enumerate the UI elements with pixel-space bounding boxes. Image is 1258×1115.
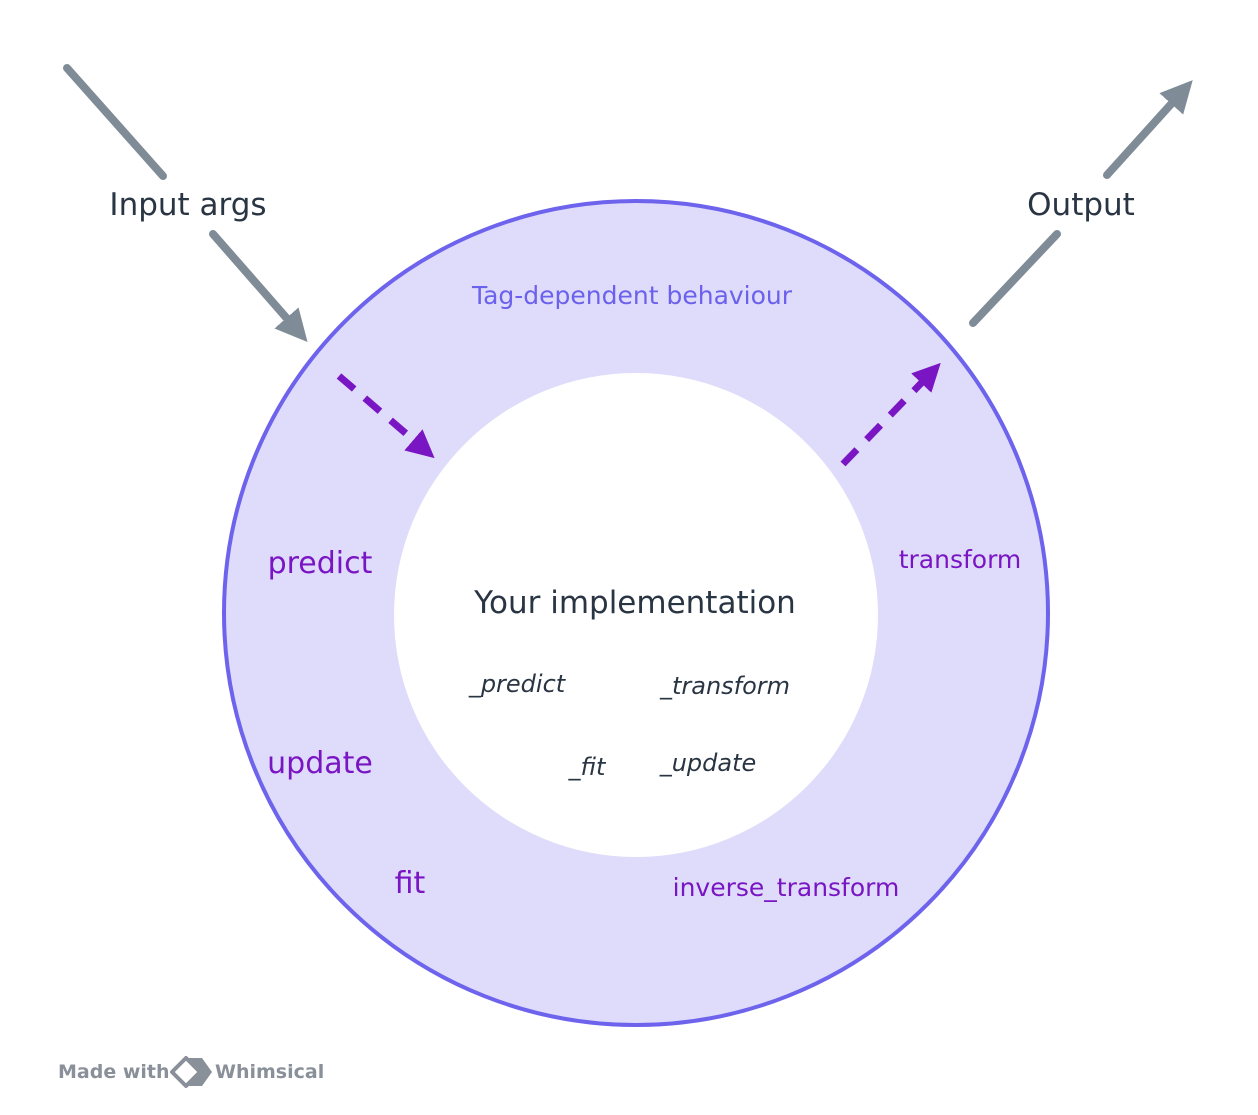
inner-circle [394, 373, 878, 857]
output-arrow-icon [969, 80, 1193, 327]
dashed-arrow-in-icon [336, 373, 435, 459]
output-label: Output [1027, 187, 1135, 223]
tag-behaviour-label: Tag-dependent behaviour [471, 281, 793, 310]
input-label: Input args [109, 187, 266, 223]
dashed-arrow-out-icon [840, 362, 941, 467]
implementation-title: Your implementation [473, 585, 796, 621]
method-inverse-transform: inverse_transform [673, 873, 900, 902]
impl-predict: _predict [468, 670, 567, 698]
whimsical-logo-icon [170, 1056, 212, 1088]
impl-fit: _fit [568, 753, 608, 781]
impl-transform: _transform [659, 672, 790, 700]
method-predict: predict [268, 546, 373, 581]
footer-brand: Whimsical [215, 1061, 324, 1083]
input-arrow-icon [63, 64, 308, 343]
method-fit: fit [395, 866, 426, 901]
impl-update: _update [659, 749, 757, 777]
method-update: update [267, 746, 373, 781]
method-transform: transform [899, 545, 1022, 574]
footer-made-with: Made with [58, 1061, 170, 1083]
